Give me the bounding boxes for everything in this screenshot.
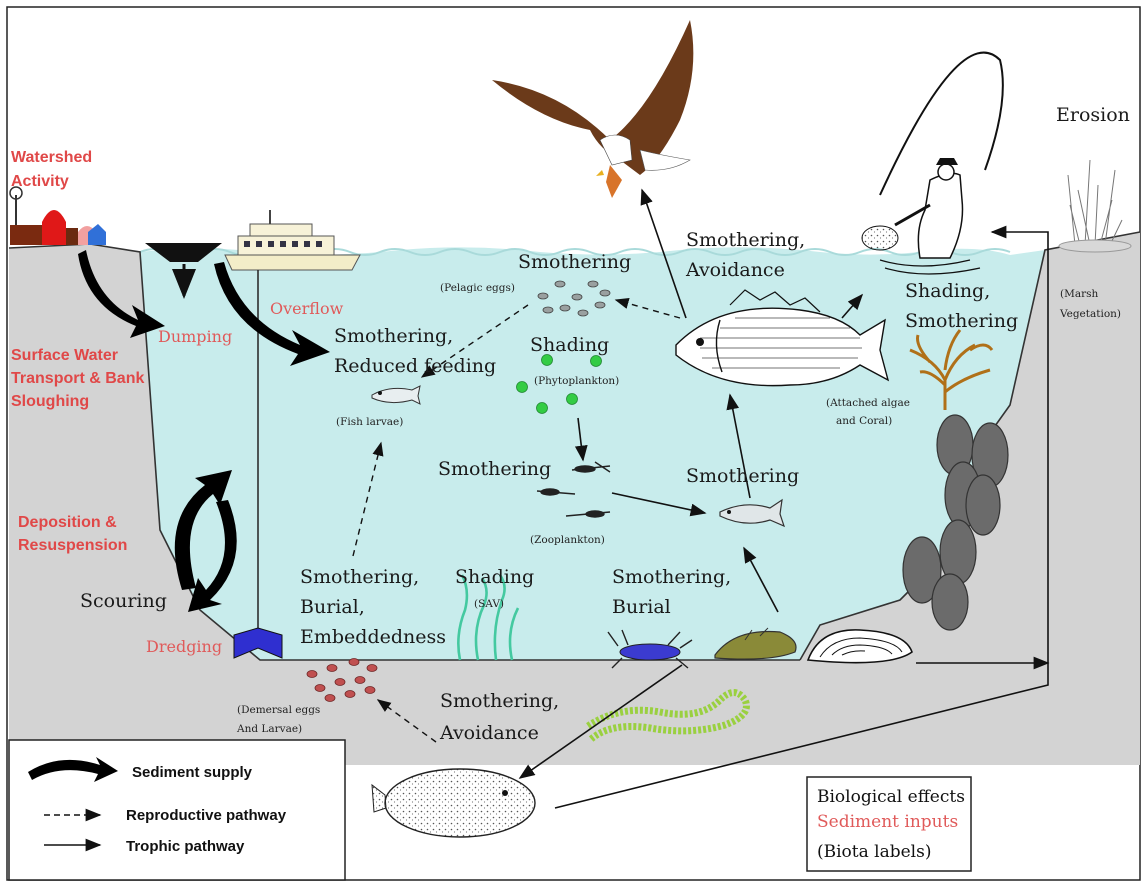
label-shading-smothering-line1: Shading, [905,280,990,302]
key-sediment-inputs: Sediment inputs [817,812,958,832]
label-surface-water-line2: Transport & Bank [11,370,144,387]
label-smothering-avoidance-top-line1: Smothering, [686,229,805,251]
label-phytoplankton: (Phytoplankton) [534,375,619,387]
legend-trophic-pathway: Trophic pathway [126,838,245,855]
label-demersal-eggs-line2: And Larvae) [236,723,302,735]
label-shading-phyto: Shading [530,334,609,356]
label-pelagic-eggs: (Pelagic eggs) [440,282,515,294]
label-smothering-burial-embed-line1: Smothering, [300,566,419,588]
label-smothering-zoo: Smothering [438,458,551,480]
label-surface-water-line1: Surface Water [11,347,118,364]
label-smothering-avoidance-bottom-line2: Avoidance [439,722,539,744]
label-dredging: Dredging [146,637,222,656]
text-key: Biological effects Sediment inputs (Biot… [807,777,971,871]
label-smothering-burial-embed-line3: Embeddedness [300,626,446,648]
label-marsh-vegetation-line1: (Marsh [1060,288,1099,300]
label-watershed-activity-line2: Activity [11,173,69,190]
label-smothering-avoidance-top-line2: Avoidance [685,259,785,281]
label-smothering-burial-line1: Smothering, [612,566,731,588]
label-smothering-burial-line2: Burial [612,596,671,618]
key-biota-labels: (Biota labels) [817,842,931,862]
label-sav: (SAV) [474,598,504,610]
label-smothering-burial-embed-line2: Burial, [300,596,365,618]
label-smothering-reduced-feeding-line2: Reduced feeding [334,355,496,377]
label-scouring: Scouring [80,590,167,612]
label-surface-water-line3: Sloughing [11,393,89,410]
label-watershed-activity-line1: Watershed [11,149,92,166]
label-attached-algae-line1: (Attached algae [826,397,910,409]
label-overflow: Overflow [270,299,344,318]
label-shading-sav: Shading [455,566,534,588]
label-deposition-line1: Deposition & [18,514,117,531]
label-deposition-line2: Resuspension [18,537,127,554]
label-smothering-reduced-feeding-line1: Smothering, [334,325,453,347]
label-attached-algae-line2: and Coral) [836,415,892,427]
label-erosion: Erosion [1056,104,1130,126]
legend-sediment-supply: Sediment supply [132,764,253,781]
label-zooplankton: (Zooplankton) [530,534,605,546]
label-demersal-eggs-line1: (Demersal eggs [237,704,320,716]
legend: Sediment supply Reproductive pathway Tro… [9,740,345,880]
key-biological-effects: Biological effects [817,787,965,807]
label-fish-larvae: (Fish larvae) [336,416,403,428]
label-marsh-vegetation-line2: Vegetation) [1059,308,1121,320]
label-smothering-fish: Smothering [686,465,799,487]
label-smothering-top: Smothering [518,251,631,273]
label-shading-smothering-line2: Smothering [905,310,1018,332]
label-smothering-avoidance-bottom-line1: Smothering, [440,690,559,712]
legend-reproductive-pathway: Reproductive pathway [126,807,287,824]
label-dumping: Dumping [158,327,232,346]
